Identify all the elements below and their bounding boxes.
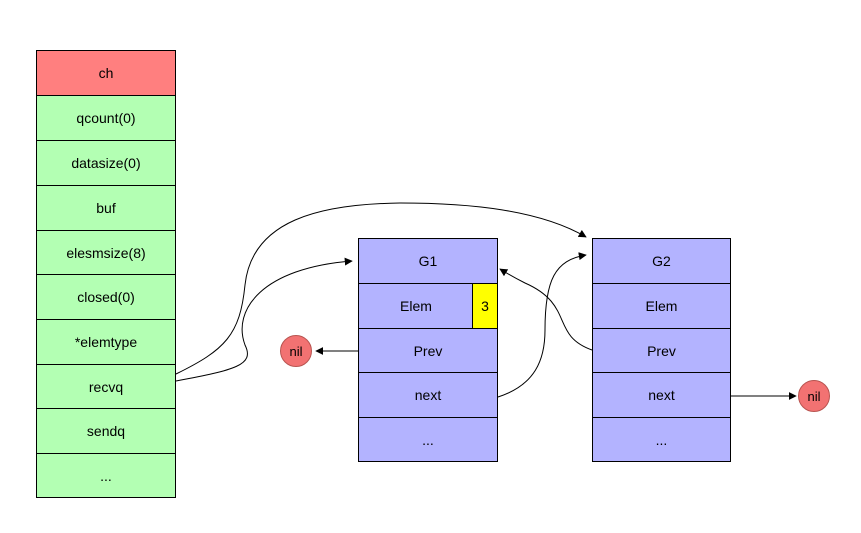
g2-next: next	[592, 372, 731, 418]
g2-title: G2	[592, 238, 731, 284]
recvq-to-g2-arrow	[175, 202, 587, 375]
g1-next-to-g2-arrow	[497, 252, 587, 398]
hchan-header: ch	[36, 50, 176, 96]
g1-elem-label: Elem	[400, 298, 432, 314]
recvq-to-g1-arrow	[175, 257, 353, 382]
g2-prev-to-g1-arrow	[499, 268, 593, 351]
g1-title: G1	[358, 238, 498, 284]
g2-prev: Prev	[592, 328, 731, 374]
field-sendq: sendq	[36, 408, 176, 454]
g1-next: next	[358, 372, 498, 418]
g1-more: ...	[358, 417, 498, 462]
field-elemtype: *elemtype	[36, 319, 176, 365]
field-closed: closed(0)	[36, 274, 176, 320]
g2-more: ...	[592, 417, 731, 462]
g2-elem: Elem	[592, 283, 731, 329]
field-datasize: datasize(0)	[36, 140, 176, 186]
field-more: ...	[36, 453, 176, 498]
nil-left: nil	[280, 335, 312, 367]
nil-right: nil	[798, 380, 830, 412]
field-elemsize: elesmsize(8)	[36, 230, 176, 276]
